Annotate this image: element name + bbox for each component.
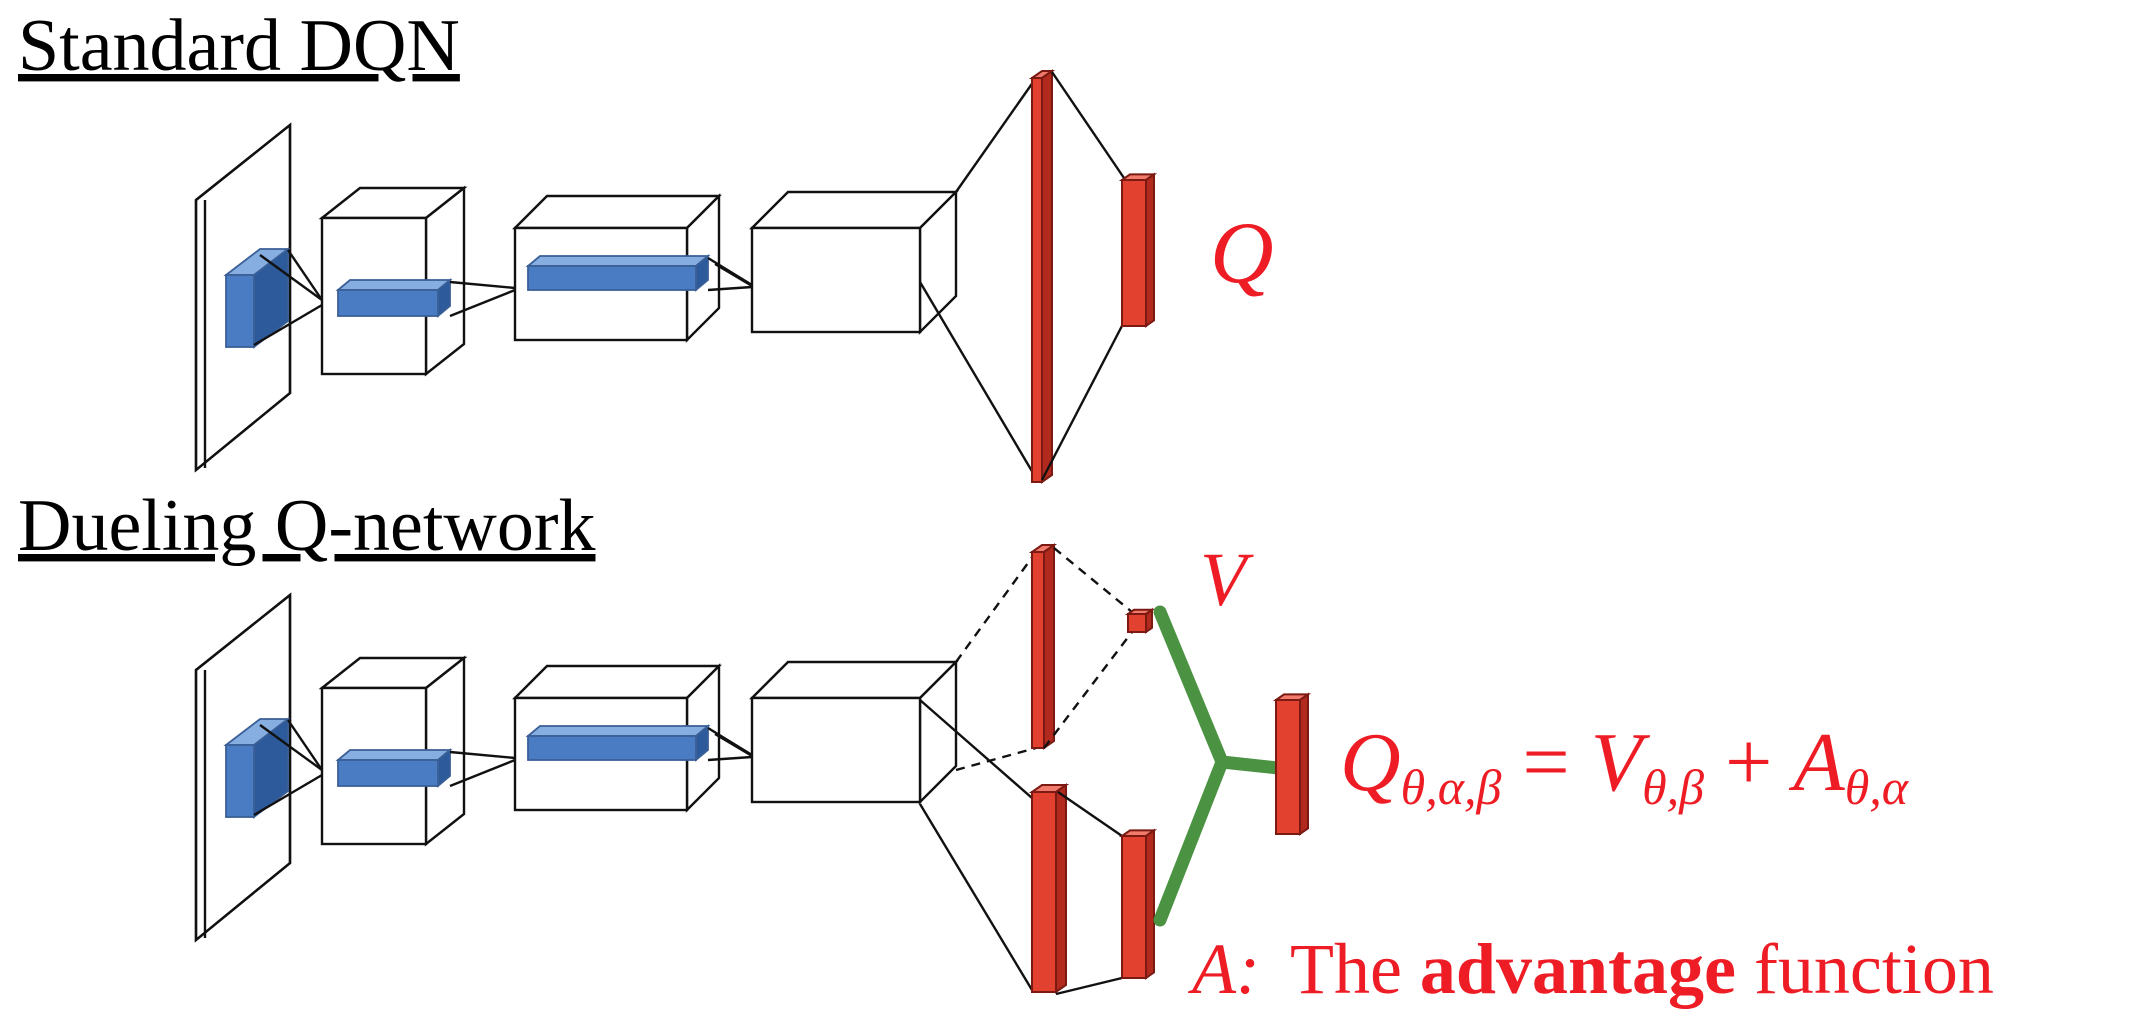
equation-q: Q [1340, 716, 1401, 809]
value-scalar-output-front [1127, 613, 1147, 633]
standard-input-frame-edge [194, 122, 292, 473]
advantage-fc-line-top [919, 699, 1033, 799]
dueling-conv1-patch-front [337, 759, 439, 787]
standard-proj-b-2 [449, 288, 516, 318]
advantage-suffix: function [1736, 929, 1994, 1009]
dueling-input-patch-front [225, 744, 255, 818]
value-fc-layer-side [1043, 543, 1055, 750]
dueling-q-network [194, 543, 1312, 996]
standard-proj-a-2 [253, 303, 323, 347]
standard-out-line-bottom [1040, 321, 1126, 481]
advantage-fc-layer-side [1055, 783, 1067, 994]
equation-a-subscript: θ,α [1845, 759, 1910, 815]
merge-line-value [1153, 605, 1285, 775]
standard-conv1-patch [335, 278, 453, 318]
merge-line-advantage [1153, 755, 1229, 927]
value-scalar-output [1124, 607, 1156, 634]
value-out-line-top [1053, 547, 1133, 613]
advantage-output-side [1145, 828, 1155, 980]
dueling-proj-c-3 [714, 732, 753, 758]
standard-conv3-front [750, 226, 922, 334]
advantage-output-front [1121, 835, 1147, 979]
value-fc-line-bottom [955, 746, 1037, 772]
equation-a: A [1788, 716, 1845, 809]
advantage-caption: A: The advantage function [1188, 929, 1994, 1009]
heading-dueling-q-network: Dueling Q-network [18, 485, 595, 567]
dueling-equation: Qθ,α,β = Vθ,β + Aθ,α [1340, 716, 1910, 815]
dueling-conv2-patch-front [527, 735, 697, 761]
dueling-q-output-side [1299, 692, 1309, 836]
value-fc-layer [1028, 543, 1058, 750]
dueling-conv2-patch [525, 724, 711, 762]
dueling-proj-a-1 [259, 724, 323, 771]
equation-equals: = [1501, 716, 1590, 809]
standard-q-output-side [1145, 172, 1155, 328]
heading-standard-dqn: Standard DQN [18, 5, 460, 87]
advantage-fc-layer-front [1031, 791, 1057, 993]
standard-input-patch-front [225, 274, 255, 348]
dueling-input-patch [223, 717, 291, 819]
standard-proj-c-2 [707, 285, 753, 292]
dueling-conv2-patch-top [525, 725, 711, 737]
value-fc-line-top [955, 551, 1037, 663]
standard-fc-line-top [955, 77, 1037, 193]
standard-proj-a-3 [287, 249, 323, 301]
advantage-fc-layer [1028, 783, 1070, 994]
advantage-output [1118, 828, 1158, 980]
standard-fc-layer-side [1041, 69, 1053, 484]
standard-fc-layer-front [1031, 77, 1043, 483]
standard-proj-a-1 [259, 254, 323, 301]
advantage-label-a: A: [1188, 929, 1260, 1009]
standard-conv1-patch-front [337, 289, 439, 317]
standard-proj-c-3 [714, 262, 753, 288]
dueling-conv2-top [512, 664, 722, 700]
dueling-conv1-patch [335, 748, 453, 788]
standard-fc-layer [1028, 69, 1056, 484]
standard-fc-line-bottom [918, 281, 1038, 479]
dueling-proj-b-1 [449, 750, 516, 760]
standard-dqn-network [194, 69, 1158, 484]
advantage-prefix: The [1290, 929, 1420, 1009]
equation-v-subscript: θ,β [1642, 759, 1704, 815]
dueling-proj-a-3 [287, 719, 323, 771]
value-fc-layer-front [1031, 551, 1045, 749]
advantage-out-line-bottom [1055, 976, 1123, 996]
equation-plus: + [1704, 716, 1793, 809]
advantage-out-line-top [1057, 791, 1123, 837]
value-out-line-bottom [1043, 631, 1133, 749]
dueling-input-frame-edge [194, 592, 292, 943]
dueling-q-output [1272, 692, 1312, 836]
advantage-fc-line-bottom [918, 803, 1034, 991]
standard-out-line-top [1051, 71, 1125, 179]
standard-conv2-top [512, 194, 722, 230]
standard-conv2-patch-front [527, 265, 697, 291]
equation-v: V [1591, 716, 1651, 809]
equation-q-subscript: θ,α,β [1401, 759, 1502, 815]
standard-input-patch [223, 247, 291, 349]
standard-conv3 [749, 189, 959, 335]
dueling-conv3-front [750, 696, 922, 804]
dueling-proj-c-2 [707, 755, 753, 762]
standard-q-output-front [1121, 179, 1147, 327]
advantage-bold-word: advantage [1420, 929, 1736, 1009]
dueling-q-output-front [1275, 699, 1301, 835]
value-stream-label: V [1200, 538, 1254, 622]
standard-conv2-patch-top [525, 255, 711, 267]
dueling-conv1-patch-top [335, 749, 453, 761]
standard-proj-b-1 [449, 280, 516, 290]
standard-conv1-patch-top [335, 279, 453, 291]
dueling-proj-b-2 [449, 758, 516, 788]
standard-q-output [1118, 172, 1158, 328]
q-output-label: Q [1210, 205, 1274, 302]
standard-conv2-patch [525, 254, 711, 292]
dueling-proj-a-2 [253, 773, 323, 817]
dueling-conv3 [749, 659, 959, 805]
